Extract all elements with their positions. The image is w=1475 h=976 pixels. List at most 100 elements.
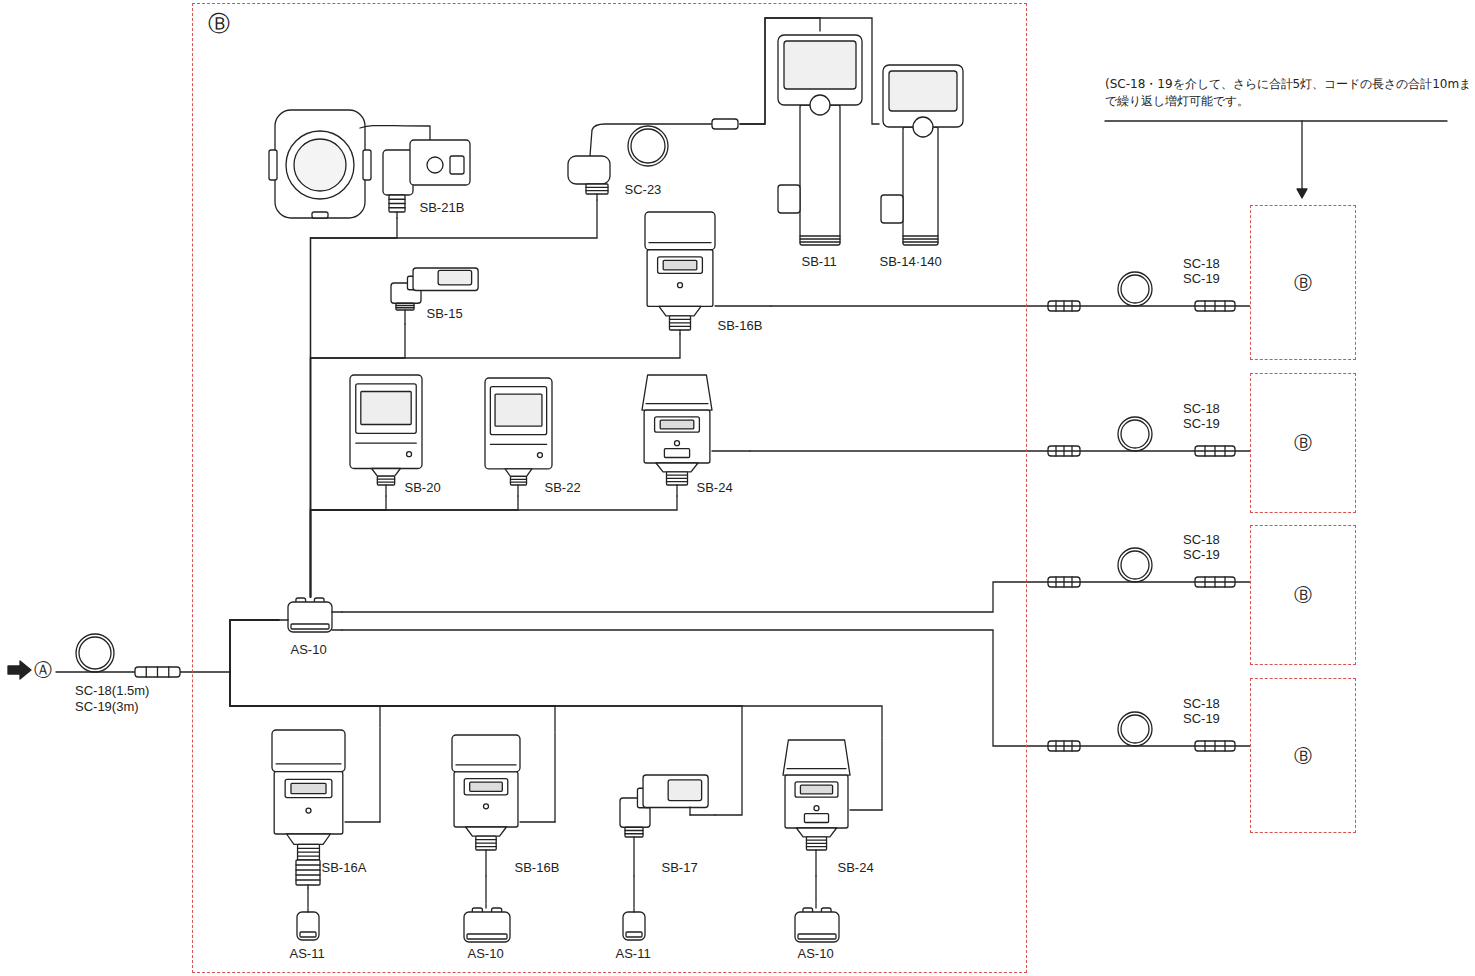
flash-drawing <box>645 212 715 330</box>
outline <box>889 71 957 111</box>
cable-coil <box>628 126 668 166</box>
outline <box>1118 712 1152 746</box>
stroke <box>625 830 643 831</box>
repeat-box: Ⓑ <box>1250 373 1356 513</box>
stroke <box>146 667 147 677</box>
stroke <box>476 846 496 847</box>
unit-label: SB-22 <box>545 480 581 495</box>
outline <box>306 808 311 813</box>
outline <box>628 126 668 166</box>
outline <box>490 387 546 435</box>
outline <box>464 779 508 795</box>
stroke <box>490 444 546 445</box>
outline <box>470 782 503 791</box>
cable-coil <box>76 634 114 672</box>
unit-label: SB-17 <box>662 860 698 875</box>
unit-label: AS-10 <box>798 946 834 961</box>
stroke <box>554 733 555 822</box>
outline <box>291 783 326 793</box>
stroke <box>404 310 405 324</box>
flash-drawing <box>783 740 850 850</box>
stroke <box>517 485 518 496</box>
adapter-drawing <box>464 908 510 942</box>
stroke <box>667 478 688 479</box>
stroke <box>332 629 342 630</box>
outline <box>631 129 665 163</box>
unit-label: SB-15 <box>427 306 463 321</box>
outline <box>626 932 642 937</box>
stroke <box>667 481 688 482</box>
repeat-box: Ⓑ <box>1250 525 1356 665</box>
flash-drawing <box>391 268 478 310</box>
cable-wire <box>230 620 555 733</box>
unit-label: SB-16A <box>322 860 367 875</box>
unit-label: AS-10 <box>468 946 504 961</box>
outline <box>452 735 520 772</box>
cable-wire <box>342 630 1251 746</box>
outline <box>1118 548 1152 582</box>
cable-wire <box>771 305 1251 306</box>
outline <box>798 934 836 939</box>
outline <box>377 476 394 485</box>
note-leader <box>1105 121 1447 198</box>
outline <box>678 283 683 288</box>
stroke <box>715 305 771 306</box>
cable-label: SC-18 SC-19 <box>1183 696 1231 726</box>
stroke <box>800 238 840 239</box>
outline <box>297 912 319 940</box>
cable-coil <box>1118 417 1152 451</box>
flash-unit: SB-17 <box>615 768 715 876</box>
unit-label: Ⓑ <box>1251 432 1355 454</box>
cable-wire <box>633 876 634 908</box>
ring-flash-drawing <box>269 110 470 218</box>
outline <box>363 150 371 180</box>
outline <box>1121 275 1149 303</box>
stroke <box>712 450 750 451</box>
stroke <box>356 443 416 444</box>
stroke <box>456 764 516 765</box>
outline <box>495 394 542 426</box>
cable-wire <box>740 18 821 124</box>
adapter-unit: AS-10 <box>786 904 846 964</box>
stroke <box>345 821 380 822</box>
cable-plug <box>135 667 180 677</box>
stroke <box>903 238 938 239</box>
outline <box>1297 189 1307 198</box>
outline <box>413 268 478 291</box>
cable-wire <box>230 620 882 738</box>
stroke <box>633 908 634 912</box>
outline <box>427 157 443 173</box>
flash-unit: SB-16B <box>450 733 575 876</box>
cable-wire <box>230 620 380 728</box>
unit-label: Ⓑ <box>208 11 230 37</box>
unit-cords <box>280 194 882 912</box>
repeat-box: Ⓑ <box>1250 678 1356 833</box>
outline <box>664 449 689 458</box>
outline <box>410 140 470 185</box>
multi-adapter: AS-10 <box>280 598 342 658</box>
outline <box>660 420 694 429</box>
flash-drawing <box>350 375 422 485</box>
cable-wire <box>311 200 598 598</box>
flash-unit: SB-16A <box>270 728 410 888</box>
outline <box>79 637 111 669</box>
stroke <box>485 850 486 876</box>
outline <box>312 212 328 218</box>
outline <box>360 126 430 141</box>
flash-drawing <box>620 775 708 837</box>
outline <box>1121 420 1149 448</box>
outline <box>795 782 838 797</box>
unit-label: SB-21B <box>420 200 465 215</box>
adapter-drawing <box>795 908 839 942</box>
flash-drawing <box>778 35 862 245</box>
outline <box>287 834 331 844</box>
outline <box>658 257 703 274</box>
outline <box>505 469 532 476</box>
adapter-drawing <box>288 598 332 632</box>
outline <box>361 392 411 425</box>
stroke <box>377 478 394 479</box>
outline <box>484 804 489 809</box>
flash-unit: SB-21B <box>272 108 477 218</box>
stroke <box>1301 121 1302 190</box>
